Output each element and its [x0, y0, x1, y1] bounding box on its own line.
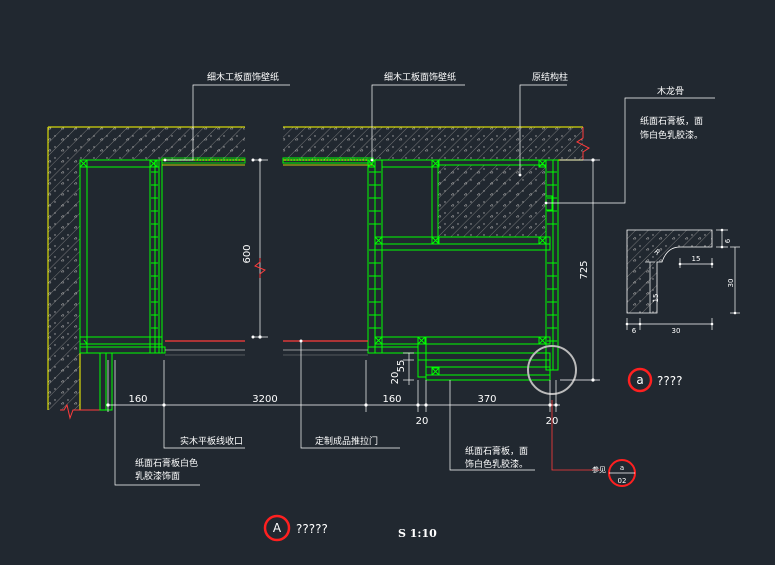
svg-text:A: A: [273, 521, 282, 535]
label-original-column: 原结构柱: [532, 71, 568, 83]
wall-left-corner: [47, 126, 245, 410]
label-gypsum-right-1: 纸面石膏板，面: [640, 115, 703, 127]
dim-height-725: 725: [579, 260, 590, 279]
detail-dim-15-v: 15: [652, 294, 660, 303]
break-line-wall: [576, 127, 590, 160]
dim-55: 55: [396, 360, 407, 373]
dimension-break: [254, 258, 266, 278]
label-gypsum-left-2: 乳胶漆饰面: [135, 470, 180, 482]
label-gypsum-bottom-1: 纸面石膏板，面: [465, 445, 528, 457]
dim-20-a: 20: [416, 416, 429, 427]
detail-title-marker: a: [627, 367, 653, 393]
main-title: ?????: [296, 522, 328, 536]
label-wood-keel: 木龙骨: [657, 85, 684, 97]
detail-callout-circle: [527, 345, 577, 395]
detail-dim-15-h: 15: [692, 255, 701, 263]
detail-a-ticks: [625, 228, 737, 326]
svg-text:02: 02: [618, 477, 627, 485]
wall-right-top: [283, 126, 583, 161]
label-sliding-door: 定制成品推拉门: [315, 435, 378, 447]
right-cabinet-frame: [282, 157, 559, 381]
label-wallpaper-left: 细木工板面饰壁纸: [207, 71, 279, 83]
drawing-scale: S 1:10: [398, 527, 437, 540]
label-gypsum-left-1: 纸面石膏板白色: [135, 457, 198, 469]
sliding-door-track: [165, 335, 368, 356]
reference-leader: [551, 400, 600, 471]
label-gypsum-bottom-2: 饰白色乳胶漆。: [465, 458, 528, 470]
dimension-lines: [107, 159, 600, 412]
left-cabinet-frame: [79, 159, 166, 411]
detail-dim-6-top: 6: [724, 238, 732, 243]
label-gypsum-right-2: 饰白色乳胶漆。: [640, 129, 703, 141]
dim-160-left: 160: [128, 394, 147, 405]
label-wallpaper-right: 细木工板面饰壁纸: [384, 71, 456, 83]
leader-dots: [163, 158, 548, 205]
dim-370: 370: [477, 394, 496, 405]
detail-dim-6-bottom: 6: [632, 327, 637, 335]
svg-text:a: a: [620, 464, 624, 472]
svg-text:a: a: [636, 373, 643, 387]
main-title-marker: A: [263, 514, 291, 542]
label-solid-wood-strip: 实木平板线收口: [180, 435, 243, 447]
detail-a-dimensions: [626, 229, 740, 330]
dim-3200: 3200: [252, 394, 277, 405]
detail-title: ????: [657, 374, 682, 388]
detail-radius-mark: R: [652, 248, 661, 257]
detail-dim-30-v: 30: [727, 279, 735, 288]
dimension-ticks: [106, 158, 595, 407]
structural-column: [437, 164, 547, 238]
detail-dim-30-bottom: 30: [672, 327, 681, 335]
leader-lines: [114, 84, 715, 486]
dim-height-600: 600: [242, 244, 253, 263]
dim-160-right: 160: [382, 394, 401, 405]
reference-label: 参见: [592, 465, 606, 474]
break-line-bottom: [60, 403, 100, 420]
reference-marker: a 02: [608, 459, 636, 487]
dim-20-c: 20: [390, 372, 401, 385]
detail-a-profile: [626, 229, 713, 314]
